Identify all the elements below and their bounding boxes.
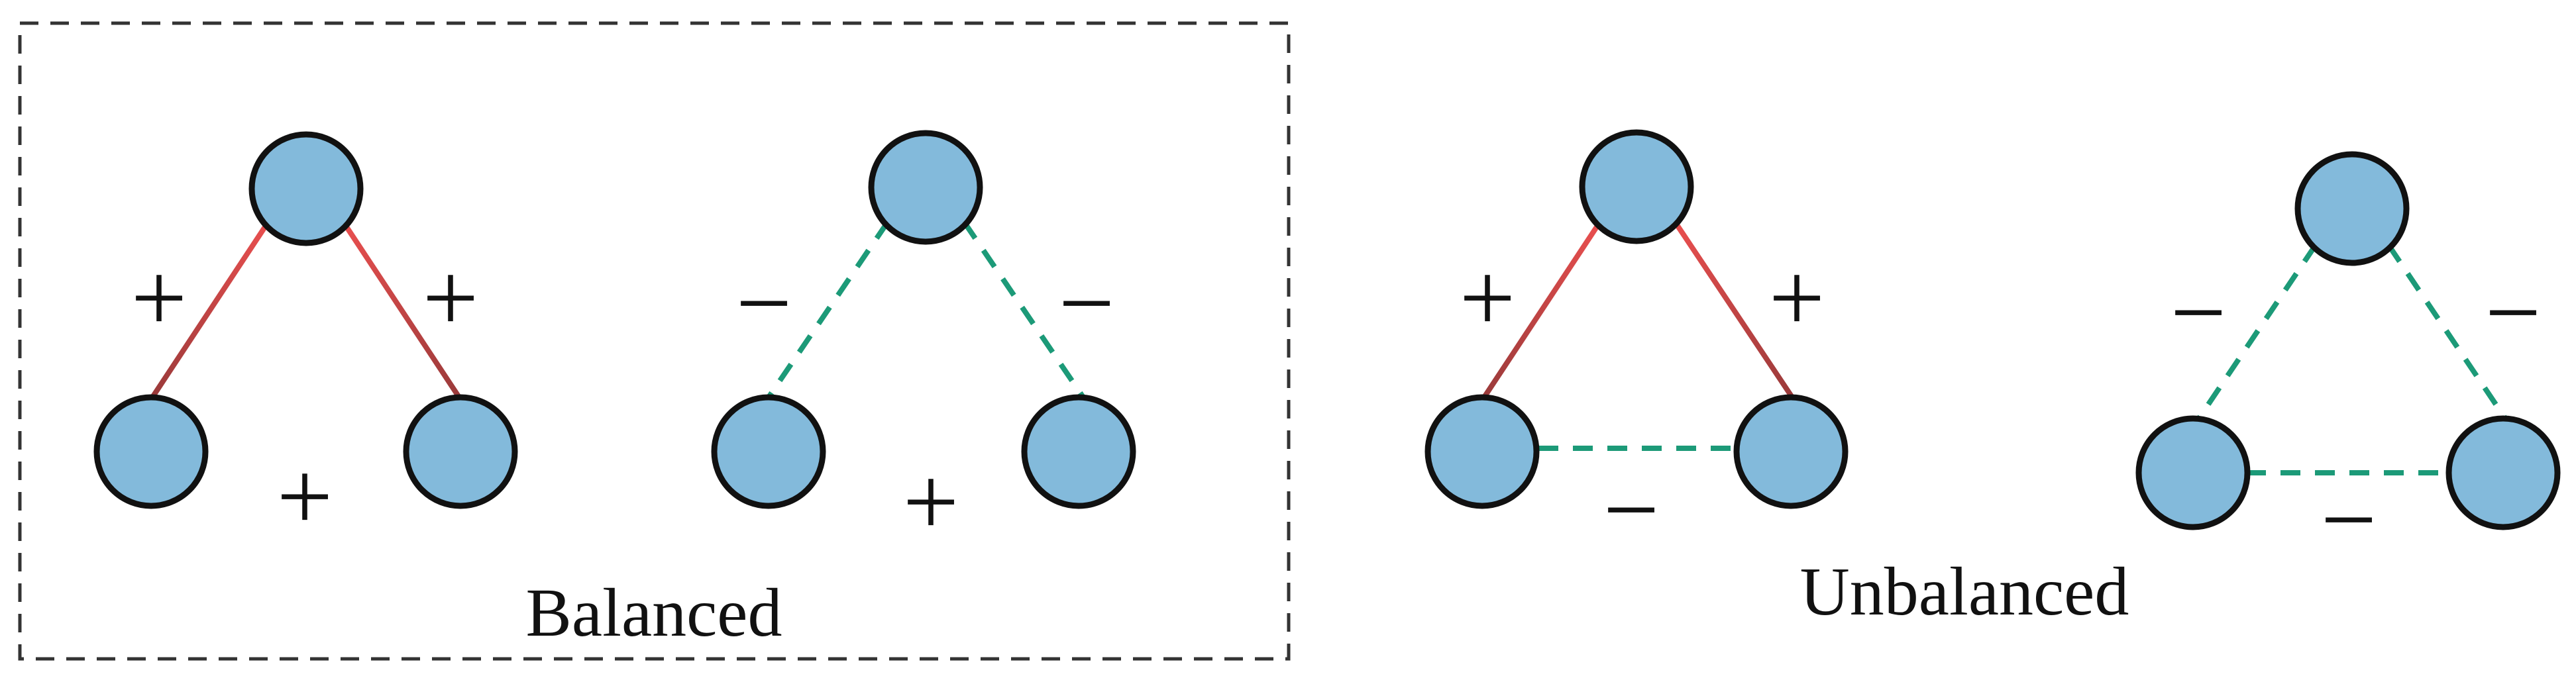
triad-1-edge-right [341,219,462,400]
triad-3-node-top [1579,129,1694,244]
triad-1-node-top [248,131,364,246]
triad-4: − − − [2135,151,2561,575]
triad-1-node-right [403,394,518,509]
triad-4-node-left [2135,415,2251,530]
triad-2-sign-left: − [736,248,792,358]
triad-3-node-left [1424,394,1540,509]
unbalanced-caption: Unbalanced [1800,554,2129,630]
triad-4-edge-right [2386,243,2507,419]
triad-3-sign-bottom: − [1603,455,1660,565]
triad-1-edge-left [150,219,271,400]
triad-3-sign-right: + [1769,243,1825,353]
triad-4-edge-left [2197,243,2318,419]
triad-2-sign-bottom: + [903,447,959,557]
triad-3-node-right [1733,394,1849,509]
balanced-caption: Balanced [526,575,782,651]
triad-3-edge-right [1672,219,1795,400]
triad-1-sign-bottom: + [277,442,333,552]
triad-2-sign-right: − [1059,248,1115,358]
triad-2: − − + [711,130,1136,557]
triad-3-sign-left: + [1460,243,1516,353]
triad-4-sign-bottom: − [2321,465,2377,575]
triad-3: + + − [1424,129,1849,565]
triad-1: + + + [93,131,518,552]
triad-4-sign-left: − [2171,258,2227,368]
triad-2-node-top [868,130,983,245]
triad-2-edge-right [961,220,1086,399]
triad-1-sign-right: + [423,243,479,353]
triad-2-node-right [1021,394,1136,509]
triad-3-edge-left [1481,219,1603,400]
balanced-group-box [18,21,1291,661]
triad-1-node-left [93,394,209,509]
triad-4-sign-right: − [2485,258,2542,368]
triad-2-edge-left [766,220,890,399]
triad-1-sign-left: + [131,243,188,353]
triad-4-node-top [2294,151,2410,266]
triad-2-node-left [711,394,826,509]
triad-4-node-right [2445,415,2561,530]
